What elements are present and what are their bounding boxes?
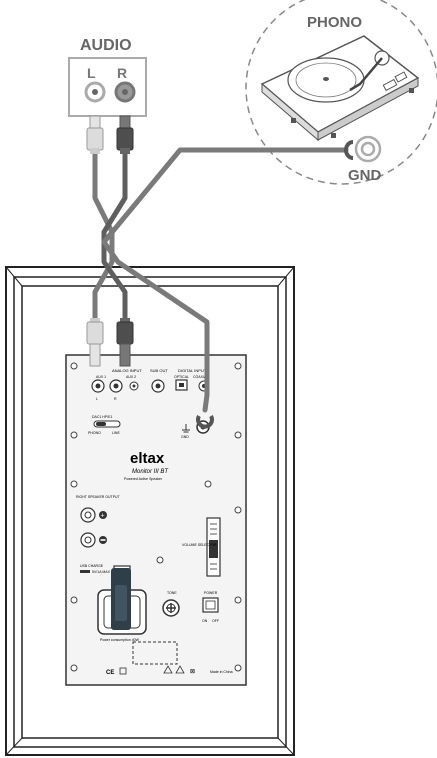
optical-label: OPTICAL: [174, 375, 189, 379]
tone-knob[interactable]: [162, 599, 180, 617]
speaker-terminal-positive[interactable]: +: [80, 507, 107, 523]
phono-dashed-circle: [245, 0, 437, 185]
power-cord-plug[interactable]: [111, 568, 131, 630]
usb-spec-label: 5V/1A MAX: [92, 570, 111, 574]
minus-icon: [100, 539, 106, 541]
ground-spade-bottom: [196, 414, 214, 429]
off-label: OFF: [212, 619, 219, 623]
switch-top-label: DAC1 HP/E1: [92, 415, 112, 419]
back-panel: ANALOG INPUT AUX 1 AUX 2 SUB OUT DIGITAL…: [65, 354, 247, 686]
volume-selector-label: VOLUME SELECTOR: [182, 543, 217, 547]
aux1-rca-jacks[interactable]: [91, 379, 123, 393]
phono-gnd-terminal[interactable]: [354, 135, 382, 163]
left-rca-plug-bottom: [86, 318, 104, 367]
left-rca-plug-top: [86, 115, 104, 154]
r-label: R: [114, 397, 117, 401]
warning-icon: [163, 665, 173, 674]
screw-icon: [70, 362, 78, 370]
sub-out-label: SUB OUT: [150, 368, 168, 373]
made-in-label: Made in China: [210, 670, 233, 674]
on-label: ON: [202, 619, 208, 623]
tone-label: TONE: [167, 591, 177, 595]
screw-icon: [70, 480, 78, 488]
plus-icon: +: [101, 513, 105, 520]
switch-phono-label: PHONO: [88, 431, 101, 435]
usb-charge-label: USB CHARGE: [80, 564, 104, 568]
audio-left-jack[interactable]: [84, 81, 106, 103]
right-rca-plug-bottom: [116, 318, 134, 367]
usb-spec-mark: [80, 570, 90, 573]
sub-out-jack[interactable]: [151, 379, 165, 393]
screw-icon: [70, 431, 78, 439]
weee-icon: ⊠: [190, 669, 195, 675]
audio-right-label: R: [117, 65, 127, 81]
screw-icon: [156, 556, 164, 564]
aux2-label: AUX 2: [126, 375, 136, 379]
l-label: L: [96, 397, 98, 401]
aux2-jack[interactable]: [129, 381, 139, 391]
screw-icon: [234, 596, 242, 604]
subtitle-label: Powered Active Speaker: [124, 477, 163, 481]
shock-warning-icon: [175, 665, 185, 674]
coaxial-label: COAXIAL: [193, 375, 208, 379]
power-consumption-label: Power consumption 40W: [100, 638, 140, 642]
brand-logo: eltax: [130, 450, 165, 467]
power-label: POWER: [204, 591, 218, 595]
analog-input-label: ANALOG INPUT: [112, 368, 142, 373]
certification-marks: CE ⊠: [106, 665, 195, 676]
speaker-terminal-negative[interactable]: [80, 532, 107, 548]
screw-icon: [70, 596, 78, 604]
audio-left-label: L: [87, 65, 96, 81]
switch-line-label: LINE: [112, 431, 120, 435]
screw-icon: [234, 664, 242, 672]
tonearm: [349, 57, 383, 92]
screw-icon: [234, 506, 242, 514]
phono-title: PHONO: [307, 14, 362, 31]
digital-input-label: DIGITAL INPUT: [178, 368, 207, 373]
screw-icon: [204, 480, 212, 488]
left-rca-cable: [92, 149, 115, 323]
audio-title: AUDIO: [80, 37, 132, 54]
screw-icon: [70, 664, 78, 672]
model-label: Monitor III BT: [132, 469, 169, 475]
right-rca-plug-top: [116, 115, 134, 154]
screw-icon: [234, 431, 242, 439]
aux1-label: AUX 1: [96, 375, 106, 379]
phono-line-switch[interactable]: [93, 420, 121, 428]
ground-symbol-icon: [182, 424, 190, 433]
phono-gnd-label: GND: [348, 167, 382, 184]
audio-source-box: [68, 57, 147, 117]
volume-selector-switch[interactable]: [206, 517, 221, 577]
ground-spade-top: [344, 140, 354, 160]
ground-cable: [101, 147, 349, 413]
panel-gnd-label: GND: [181, 435, 189, 439]
cables: [92, 147, 349, 413]
audio-right-jack[interactable]: [114, 81, 136, 103]
label-area: [132, 641, 178, 665]
right-rca-cable: [101, 149, 128, 323]
right-speaker-output-label: RIGHT SPEAKER OUTPUT: [76, 495, 121, 499]
power-switch[interactable]: [202, 597, 219, 613]
screw-icon: [234, 362, 242, 370]
optical-port[interactable]: [175, 379, 188, 391]
double-insulation-icon: [119, 667, 127, 675]
phono-turntable: PHONO: [245, 0, 437, 185]
ce-mark-icon: CE: [106, 670, 114, 676]
